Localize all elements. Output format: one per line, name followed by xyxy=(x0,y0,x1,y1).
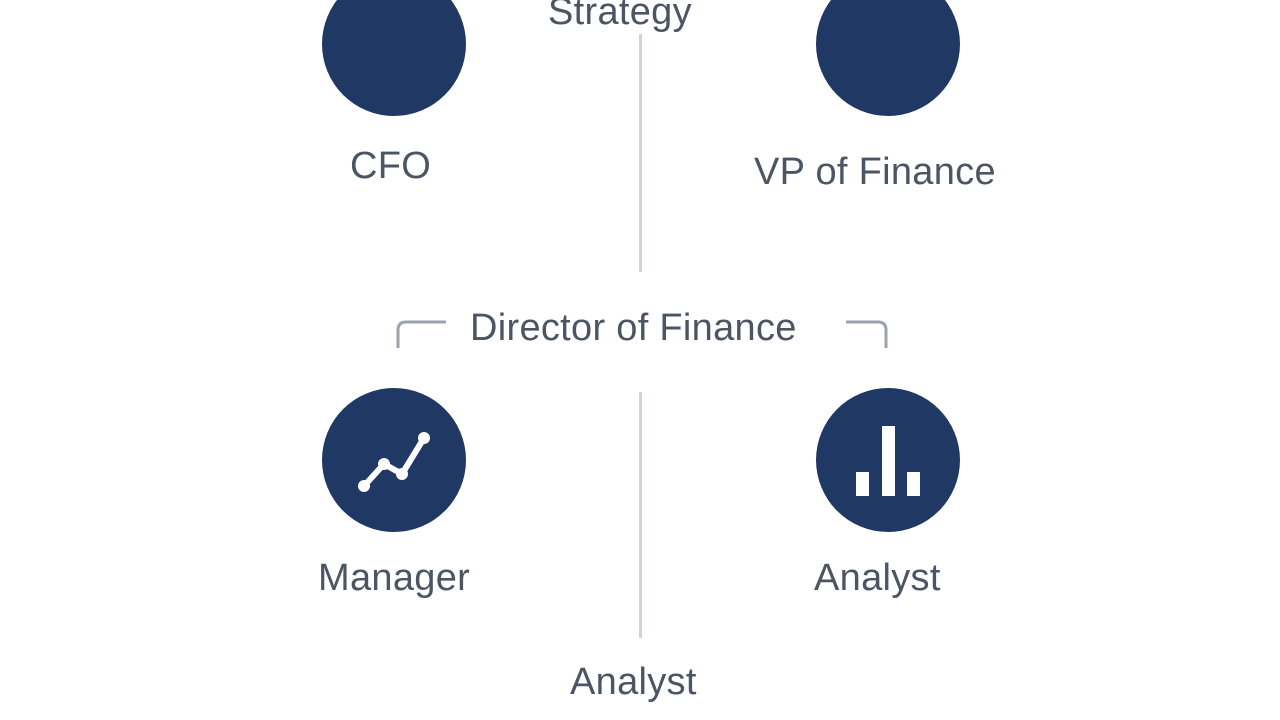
vp-of-finance-node[interactable] xyxy=(816,0,960,116)
vp-of-finance-label: VP of Finance xyxy=(754,151,996,193)
strategy-label: Strategy xyxy=(548,0,692,33)
manager-node[interactable] xyxy=(322,388,466,532)
manager-label: Manager xyxy=(318,557,471,599)
analyst-label: Analyst xyxy=(814,557,941,599)
bracket-right xyxy=(846,320,888,348)
bar-chart-icon xyxy=(856,426,920,496)
analyst-bottom-label: Analyst xyxy=(570,661,697,703)
cfo-node[interactable] xyxy=(322,0,466,116)
connector-line-top xyxy=(639,34,642,272)
connector-line-bottom xyxy=(639,392,642,638)
cfo-label: CFO xyxy=(350,145,432,187)
line-chart-icon xyxy=(358,432,430,492)
bracket-left xyxy=(396,320,446,348)
director-of-finance-label: Director of Finance xyxy=(470,307,797,349)
analyst-node[interactable] xyxy=(816,388,960,532)
